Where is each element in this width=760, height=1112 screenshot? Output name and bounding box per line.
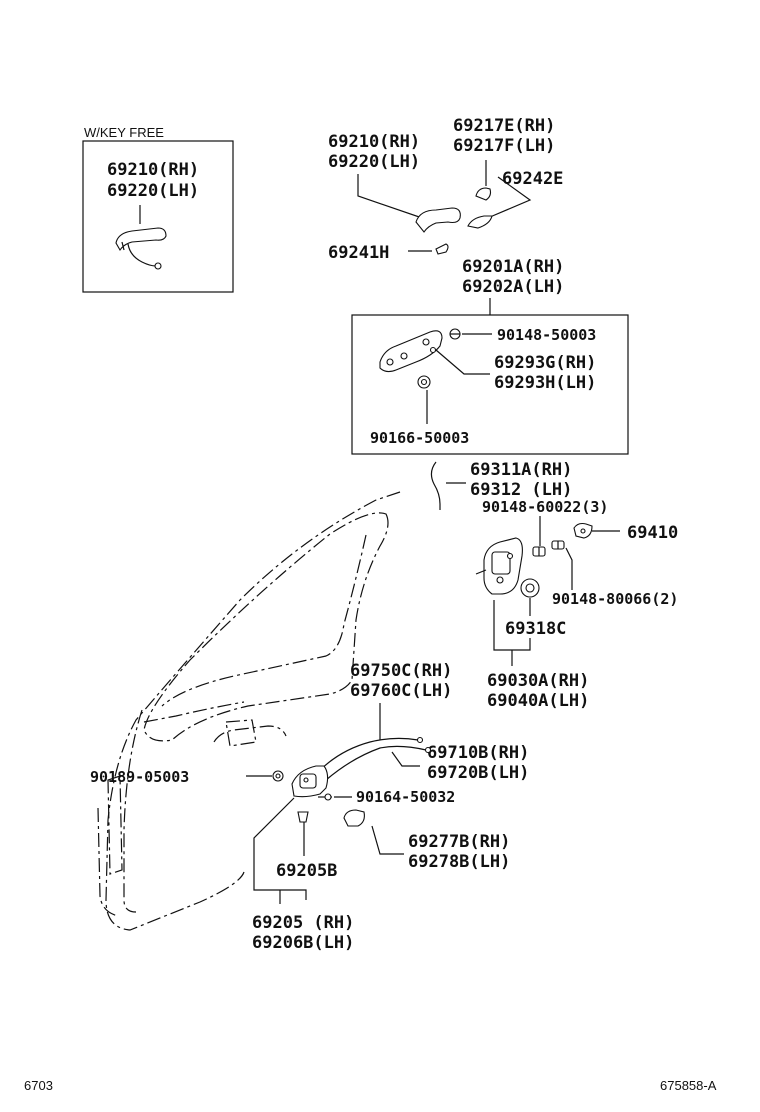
part-69205b-drawing [297, 811, 309, 823]
leader-cable-2 [391, 751, 420, 767]
bolt-2-drawing [417, 375, 431, 389]
inside-handle-group: 90189-05003 90164-50032 69277B(RH) 69278… [90, 765, 510, 953]
label-screw-2: 90148-80066(2) [552, 590, 678, 608]
label-lock-rh: 69030A(RH) [487, 671, 589, 691]
label-69293-lh: 69293H(LH) [494, 373, 596, 393]
label-handle-rh: 69210(RH) [328, 132, 420, 152]
cables-group: 69750C(RH) 69760C(LH) 69710B(RH) 69720B(… [317, 661, 529, 783]
handle-frame-drawing [379, 330, 443, 373]
label-69293-rh: 69293G(RH) [494, 353, 596, 373]
leader-lock [493, 600, 531, 666]
cable-2-end [424, 746, 432, 754]
screw-2-drawing [551, 540, 565, 550]
label-inside-handle-lh: 69206B(LH) [252, 933, 354, 953]
clip-drawing [272, 770, 284, 782]
label-69241h: 69241H [328, 243, 389, 263]
part-69241h-drawing [435, 243, 449, 255]
inside-handle-drawing [291, 765, 329, 798]
part-69318c-drawing [520, 578, 540, 598]
label-cover-lh: 69217F(LH) [453, 136, 555, 156]
label-cable2-lh: 69720B(LH) [427, 763, 529, 783]
footer-code-right: 675858-A [660, 1078, 717, 1093]
label-69242e: 69242E [502, 169, 563, 189]
outside-handle-group: 69210(RH) 69220(LH) 69217E(RH) 69217F(LH… [328, 116, 563, 263]
label-screw-4: 90164-50032 [356, 788, 455, 806]
screw-3-drawing [532, 546, 546, 557]
keyfree-handle-drawing [115, 227, 167, 270]
label-screw-3: 90148-60022(3) [482, 498, 608, 516]
label-handle-lh: 69220(LH) [328, 152, 420, 172]
handle-cover-drawing [475, 187, 492, 201]
leader-69242e [489, 176, 532, 218]
striker-69410-drawing [573, 522, 593, 539]
frame-assembly-group: 69201A(RH) 69202A(LH) 90148-50003 69293G… [351, 257, 629, 455]
cable-2-drawing [325, 745, 427, 781]
label-lock-lh: 69040A(LH) [487, 691, 589, 711]
door-lock-drawing [475, 537, 523, 595]
part-69242e-drawing [467, 215, 493, 229]
part-69293-drawing [429, 346, 437, 354]
label-bezel-rh: 69277B(RH) [408, 832, 510, 852]
outside-handle-drawing [415, 207, 461, 233]
inset-label-lh: 69220(LH) [107, 181, 199, 201]
label-cable2-rh: 69710B(RH) [427, 743, 529, 763]
inset-title: W/KEY FREE [84, 125, 164, 140]
bolt-1-drawing [449, 328, 461, 340]
rod-group: 69311A(RH) 69312 (LH) [430, 460, 572, 510]
leader-handle [357, 174, 429, 221]
inset-frame [82, 140, 234, 293]
door-outline [97, 491, 401, 931]
leader-bezel [371, 825, 404, 855]
keyfree-inset: W/KEY FREE 69210(RH) 69220(LH) [82, 125, 234, 293]
label-assembly-lh: 69202A(LH) [462, 277, 564, 297]
label-inside-handle-rh: 69205 (RH) [252, 913, 354, 933]
lock-group: 90148-60022(3) 69410 90148-80066(2) 6931… [475, 498, 678, 711]
label-69205b: 69205B [276, 861, 337, 881]
rod-drawing [430, 461, 441, 510]
label-bolt-2: 90166-50003 [370, 429, 469, 447]
label-bolt-1: 90148-50003 [497, 326, 596, 344]
label-cable1-rh: 69750C(RH) [350, 661, 452, 681]
bezel-drawing [343, 809, 365, 827]
label-bezel-lh: 69278B(LH) [408, 852, 510, 872]
label-69318c: 69318C [505, 619, 566, 639]
label-cable1-lh: 69760C(LH) [350, 681, 452, 701]
assembly-frame [351, 314, 629, 455]
inset-label-rh: 69210(RH) [107, 160, 199, 180]
cable-1-drawing [317, 737, 419, 773]
cable-1-end [416, 736, 424, 744]
leader-69293 [435, 349, 490, 375]
label-cover-rh: 69217E(RH) [453, 116, 555, 136]
screw-4-drawing [318, 793, 332, 801]
leader-inside-handle [253, 797, 307, 904]
label-assembly-rh: 69201A(RH) [462, 257, 564, 277]
leader-screw-2 [565, 547, 573, 590]
label-clip: 90189-05003 [90, 768, 189, 786]
label-rod-lh: 69312 (LH) [470, 480, 572, 500]
label-69410: 69410 [627, 523, 678, 543]
footer-code-left: 6703 [24, 1078, 53, 1093]
label-rod-rh: 69311A(RH) [470, 460, 572, 480]
